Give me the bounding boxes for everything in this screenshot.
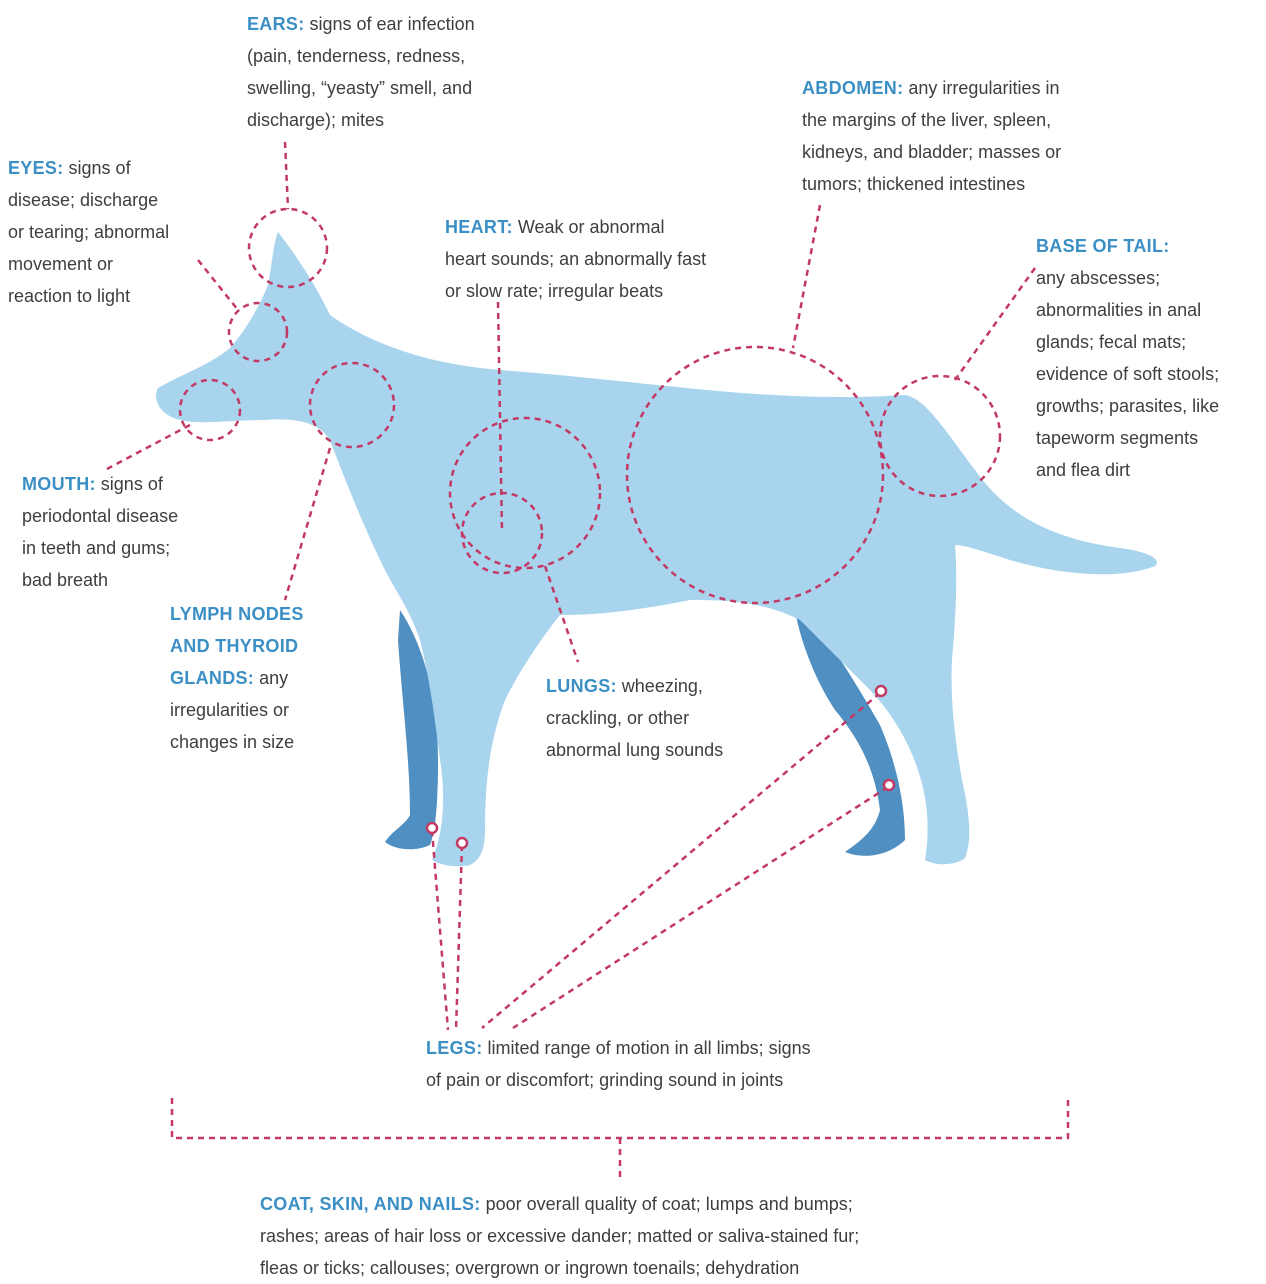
- leg-pin-2: [457, 838, 467, 848]
- eyes-heading: EYES:: [8, 158, 64, 178]
- callout-lymph: LYMPH NODES AND THYROID GLANDS: any irre…: [170, 598, 370, 758]
- callout-coat: COAT, SKIN, AND NAILS: poor overall qual…: [260, 1188, 1020, 1284]
- callout-abdomen: ABDOMEN: any irregularities in the margi…: [802, 72, 1142, 200]
- lungs-heading: LUNGS:: [546, 676, 617, 696]
- callout-mouth: MOUTH: signs of periodontal disease in t…: [22, 468, 242, 596]
- callout-lungs: LUNGS: wheezing, crackling, or other abn…: [546, 670, 806, 766]
- ears-heading: EARS:: [247, 14, 305, 34]
- dog-body: [156, 232, 1157, 866]
- legs-leader-4: [513, 787, 888, 1028]
- callout-tail: BASE OF TAIL: any abscesses; abnormaliti…: [1036, 230, 1264, 486]
- coat-heading: COAT, SKIN, AND NAILS:: [260, 1194, 481, 1214]
- legs-heading: LEGS:: [426, 1038, 483, 1058]
- ears-leader: [285, 142, 288, 209]
- callout-eyes: EYES: signs of disease; discharge or tea…: [8, 152, 228, 312]
- callout-ears: EARS: signs of ear infection (pain, tend…: [247, 8, 567, 136]
- callout-heart: HEART: Weak or abnormal heart sounds; an…: [445, 211, 785, 307]
- callout-legs: LEGS: limited range of motion in all lim…: [426, 1032, 926, 1096]
- tail-leader: [955, 268, 1035, 380]
- leg-pin-3: [876, 686, 886, 696]
- tail-text: any abscesses; abnormalities in anal gla…: [1036, 268, 1219, 480]
- abdomen-heading: ABDOMEN:: [802, 78, 903, 98]
- mouth-leader: [105, 425, 190, 470]
- tail-heading: BASE OF TAIL:: [1036, 236, 1170, 256]
- eyes-text: signs of disease; discharge or tearing; …: [8, 158, 169, 306]
- legs-text: limited range of motion in all limbs; si…: [426, 1038, 811, 1090]
- dog-silhouette: [156, 232, 1157, 866]
- lymph-leader: [285, 448, 330, 600]
- coat-bracket: [172, 1098, 1068, 1138]
- heart-heading: HEART:: [445, 217, 513, 237]
- leg-pin-1: [427, 823, 437, 833]
- abdomen-leader: [793, 205, 820, 348]
- mouth-heading: MOUTH:: [22, 474, 96, 494]
- legs-leader-2: [456, 845, 462, 1030]
- leg-pin-4: [884, 780, 894, 790]
